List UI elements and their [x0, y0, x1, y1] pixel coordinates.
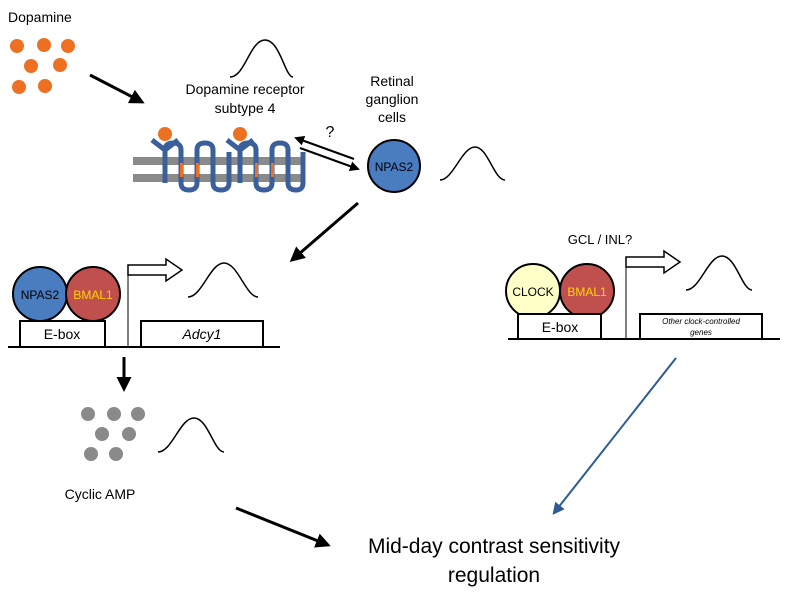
- dopamine-molecules: [10, 38, 75, 94]
- ebox-left-label: E-box: [44, 326, 81, 342]
- outcome-label-line2: regulation: [448, 564, 540, 587]
- camp-molecule: [107, 407, 121, 421]
- question-mark: ?: [326, 124, 335, 141]
- transcription-arrow-left: [127, 257, 184, 283]
- npas2-rgc-circle: [367, 139, 421, 193]
- other-genes-box: [639, 313, 763, 340]
- rhythm-wave-adcy1: [187, 262, 259, 298]
- rgc-label-line3: cells: [378, 109, 406, 125]
- camp-molecule: [109, 447, 123, 461]
- rhythm-wave-receptor: [229, 39, 294, 78]
- cell-membrane: [133, 157, 303, 182]
- clock-label: CLOCK: [512, 285, 553, 299]
- dopamine-molecule: [53, 58, 67, 72]
- camp-molecules: [81, 407, 145, 461]
- camp-to-outcome-arrow: [235, 506, 331, 548]
- receptor-label-line2: subtype 4: [215, 100, 276, 116]
- cyclic-amp-label: Cyclic AMP: [65, 486, 136, 502]
- dopamine-receptor-2: [225, 127, 306, 193]
- dopamine-molecule: [12, 80, 26, 94]
- rhythm-wave-camp: [157, 417, 225, 453]
- other-genes-label-line2: genes: [690, 328, 712, 337]
- receptor-label-line1: Dopamine receptor: [185, 81, 304, 97]
- adcy1-label: Adcy1: [182, 326, 222, 342]
- rhythm-wave-other-genes: [685, 255, 753, 291]
- clock-to-outcome-arrow: [552, 357, 677, 515]
- dopamine-label: Dopamine: [8, 9, 72, 25]
- dopamine-molecule: [61, 39, 75, 53]
- clock-gene-complex: GCL / INL? CLOCK BMAL1 E-box Other clock…: [505, 232, 780, 340]
- dopamine-molecule: [37, 38, 51, 52]
- ebox-left-box: [19, 320, 106, 348]
- dopamine-receptor-1: [150, 127, 232, 193]
- transcription-arrow-right: [625, 249, 682, 275]
- dopamine-to-receptor-arrow: [89, 73, 145, 104]
- gcl-inl-label: GCL / INL?: [568, 232, 633, 247]
- bmal1-right-label: BMAL1: [567, 285, 607, 299]
- camp-molecule: [95, 427, 109, 441]
- rgc-label-line2: ganglion: [366, 91, 419, 107]
- dopamine-molecule: [10, 39, 24, 53]
- camp-molecule: [122, 427, 136, 441]
- camp-molecule: [81, 407, 95, 421]
- ebox-right-label: E-box: [542, 319, 579, 335]
- npas2-complex-label: NPAS2: [21, 288, 60, 302]
- camp-molecule: [84, 447, 98, 461]
- npas2-to-promoter-arrow: [289, 201, 359, 262]
- camp-molecule: [131, 407, 145, 421]
- dopamine-molecule: [38, 79, 52, 93]
- bmal1-left-label: BMAL1: [73, 288, 113, 302]
- npas2-rgc-label: NPAS2: [375, 160, 414, 174]
- dopamine-molecule: [24, 59, 38, 73]
- other-genes-label-line1: Other clock-controlled: [662, 317, 740, 326]
- rgc-label-line1: Retinal: [370, 73, 414, 89]
- adcy1-gene-complex: NPAS2 BMAL1 E-box Adcy1: [8, 257, 280, 348]
- outcome-label-line1: Mid-day contrast sensitivity: [368, 535, 621, 558]
- receptor-npas2-interaction-arrows: [294, 136, 360, 171]
- ebox-right-box: [517, 313, 602, 340]
- rhythm-wave-npas2: [439, 146, 506, 181]
